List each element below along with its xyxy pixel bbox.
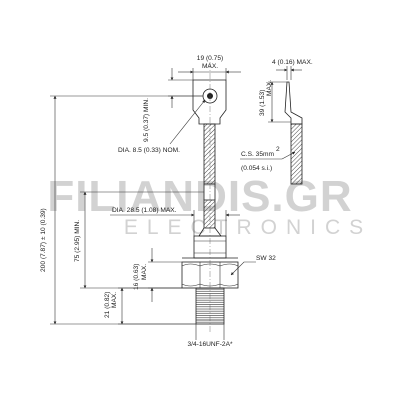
dim-hex-height: 16 (0.63) MAX.	[133, 248, 182, 302]
dim-hex-size: SW 32	[230, 255, 276, 276]
label-hex-height: 16 (0.63)	[133, 264, 140, 290]
label-cross-section: C.S. 35mm	[241, 151, 274, 158]
dim-thread: 3/4-16UNF-2A*	[187, 324, 233, 348]
label-tip-width: 4 (0.16) MAX.	[272, 59, 313, 66]
label-stud-length-max: MAX.	[111, 292, 118, 308]
label-side-height: 39 (1.53)	[259, 90, 266, 116]
dim-hole-dia: DIA. 8.5 (0.33) NOM.	[118, 99, 206, 154]
label-hex-height-max: MAX.	[141, 264, 148, 280]
dim-tip-width: 4 (0.16) MAX.	[272, 59, 313, 80]
dim-sleeve-dia: DIA. 28.5 (1.08) MAX.	[110, 207, 240, 236]
dim-stud-length: 21 (0.82) MAX.	[104, 287, 196, 325]
dim-lug-width: 19 (0.75) MAX.	[178, 55, 241, 80]
side-view-lug	[284, 81, 303, 185]
label-lug-width: 19 (0.75)	[197, 55, 223, 62]
label-cross-section-sup: 2	[276, 146, 280, 153]
dim-hole-offset: 9.5 (0.37) MIN.	[143, 68, 203, 142]
label-hex-size: SW 32	[256, 255, 276, 262]
dim-cross-section: C.S. 35mm 2 (0.054 s.i.)	[240, 146, 296, 172]
watermark-sub: ELECTRONICS	[124, 216, 372, 239]
label-hole-dia: DIA. 8.5 (0.33) NOM.	[118, 147, 180, 154]
label-lug-width-max: MAX.	[202, 63, 218, 70]
dim-side-height: 39 (1.53) MAX.	[259, 80, 291, 123]
label-overall-length: 200 (7.87) ± 10 (0.39)	[40, 208, 47, 272]
label-sleeve-dia: DIA. 28.5 (1.08) MAX.	[112, 207, 177, 214]
label-lead-length: 75 (2.95) MIN.	[74, 220, 81, 262]
label-cross-section-in: (0.054 s.i.)	[241, 165, 272, 172]
watermark-brand: FILIANDIS.GR	[47, 172, 352, 221]
ring-lug	[192, 79, 227, 125]
label-hole-offset: 9.5 (0.37) MIN.	[143, 98, 150, 142]
label-thread: 3/4-16UNF-2A*	[187, 341, 233, 348]
label-stud-length: 21 (0.82)	[104, 292, 111, 318]
label-side-height-max: MAX.	[266, 80, 273, 96]
